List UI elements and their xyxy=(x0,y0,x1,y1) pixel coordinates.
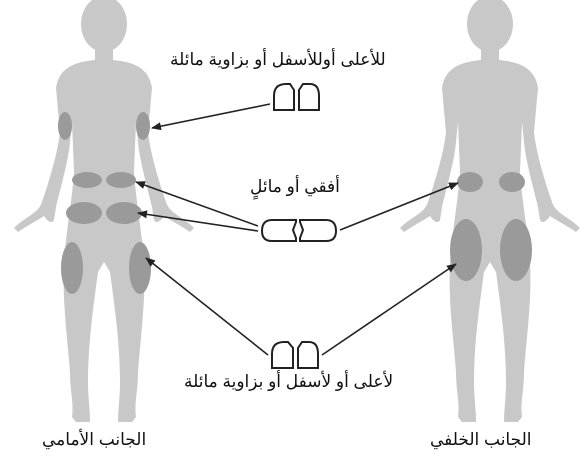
front-left-thigh-site xyxy=(61,242,83,294)
back-right-hip-site xyxy=(499,172,525,192)
front-right-lower-abdomen-site xyxy=(106,202,142,224)
front-right-abdomen-site xyxy=(106,172,136,188)
back-left-hip-site xyxy=(457,172,483,192)
front-left-lower-abdomen-site xyxy=(66,202,102,224)
back-body-figure xyxy=(400,0,580,422)
label-horizontal-orientation: أفقي أو مائلٍ xyxy=(250,177,340,197)
arrow-bottom-to-front-thigh xyxy=(146,258,268,355)
arrow-mid-to-lower-abdomen xyxy=(138,213,258,231)
arrows xyxy=(136,104,458,355)
label-upper-orientation: للأعلى أوللأسفل أو بزاوية مائلة xyxy=(170,50,386,70)
front-left-abdomen-site xyxy=(72,172,102,188)
device-horizontal-icon xyxy=(262,220,336,241)
device-vertical-icon-bottom xyxy=(272,342,318,368)
caption-front-side: الجانب الأمامي xyxy=(42,430,146,450)
arrow-bottom-to-back-buttock xyxy=(322,264,456,355)
label-lower-orientation: لأعلى أو لأسفل أو بزاوية مائلة xyxy=(184,372,393,392)
front-right-arm-site xyxy=(136,112,150,140)
caption-back-side: الجانب الخلفي xyxy=(430,430,531,450)
arrow-top-to-arm xyxy=(152,104,270,128)
device-vertical-icon-top xyxy=(274,84,319,110)
front-body-figure xyxy=(14,0,194,422)
front-right-thigh-site xyxy=(129,242,151,294)
back-left-buttock-site xyxy=(450,219,482,281)
back-right-buttock-site xyxy=(500,219,532,281)
front-left-arm-site xyxy=(58,112,72,140)
